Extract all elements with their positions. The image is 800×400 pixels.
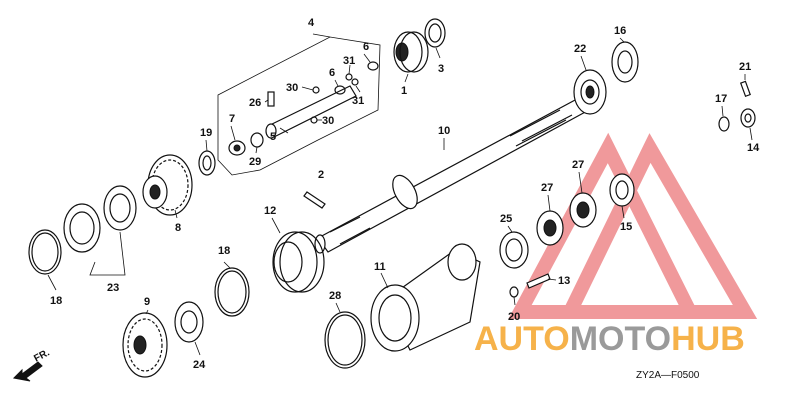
watermark-triangle-right: [558, 133, 758, 319]
watermark-auto: AUTOMOTOHUB: [474, 320, 745, 358]
part-31-ball-2: [351, 78, 359, 86]
label-part-12: 12: [264, 205, 276, 217]
label-part-21: 21: [739, 61, 751, 73]
diagram-code: ZY2A—F0500: [636, 370, 700, 381]
label-part-18-mid: 18: [218, 245, 230, 257]
part-23-bearing: [63, 185, 137, 253]
label-part-5: 5: [270, 131, 276, 143]
part-21-pin: [739, 80, 751, 98]
label-part-30-upper: 30: [286, 82, 298, 94]
label-part-18-left: 18: [50, 295, 62, 307]
leader-lines: [47, 33, 753, 356]
label-part-20: 20: [508, 311, 520, 323]
label-part-27-left: 27: [541, 182, 553, 194]
label-part-23: 23: [107, 282, 119, 294]
label-part-28: 28: [329, 290, 341, 302]
label-part-22: 22: [574, 43, 586, 55]
part-18-ring-mid: [214, 267, 250, 317]
label-part-24: 24: [193, 359, 206, 371]
part-3-ring: [424, 18, 446, 48]
part-17-washer: [718, 116, 730, 132]
part-31-ball: [345, 73, 353, 81]
label-part-4: 4: [308, 17, 315, 29]
part-16-washer: [611, 41, 639, 83]
part-30-ball: [312, 86, 320, 94]
label-part-25: 25: [500, 213, 512, 225]
label-part-7: 7: [229, 113, 235, 125]
front-direction-indicator: FR.: [12, 347, 52, 382]
part-labels: 1 2 3 4 5 6 6 7 8 9 10 11 12 13 14 15 16…: [50, 17, 760, 371]
label-part-16: 16: [614, 25, 626, 37]
part-27-bearing-left: [536, 210, 564, 246]
front-direction-label: FR.: [32, 347, 52, 364]
label-part-27-right: 27: [572, 159, 584, 171]
label-part-30-lower: 30: [322, 115, 334, 127]
label-part-1: 1: [401, 85, 407, 97]
part-5-rod: [265, 85, 357, 139]
label-part-13: 13: [558, 275, 570, 287]
part-1-clutch: [393, 31, 429, 73]
watermark-text: AUTOMOTOHUB: [474, 320, 745, 358]
label-part-31-lower: 31: [352, 95, 364, 107]
part-14-nut: [740, 108, 756, 128]
part-18-ring-left: [28, 229, 62, 275]
watermark-logo: [508, 132, 758, 319]
part-11-housing: [370, 243, 481, 352]
watermark-auto-part: AUTO: [474, 320, 570, 358]
label-part-8: 8: [175, 222, 181, 234]
label-part-14: 14: [747, 142, 760, 154]
part-9-bevel-gear: [122, 312, 168, 378]
part-29-oring: [250, 132, 264, 148]
part-26-pin: [267, 91, 275, 107]
label-part-6-lower: 6: [329, 67, 335, 79]
part-19-washer: [198, 150, 216, 176]
label-part-31-upper: 31: [343, 55, 355, 67]
part-8-gear: [142, 154, 193, 216]
watermark-moto-part: MOTO: [570, 320, 671, 358]
part-22-bearing: [573, 69, 607, 115]
part-28-oring: [324, 311, 366, 369]
label-part-3: 3: [438, 63, 444, 75]
part-24-bearing: [174, 301, 204, 343]
label-part-15: 15: [620, 221, 632, 233]
part-20-washer: [509, 286, 519, 298]
label-part-26: 26: [249, 97, 261, 109]
label-part-19: 19: [200, 127, 212, 139]
group-4-bracket: [217, 36, 381, 176]
label-part-9: 9: [144, 296, 150, 308]
part-7-fitting: [228, 140, 246, 156]
watermark-hub-part: HUB: [671, 320, 745, 358]
label-part-10: 10: [438, 125, 450, 137]
part-6-spring: [334, 61, 379, 95]
label-part-6-upper: 6: [363, 41, 369, 53]
part-30-ball-2: [310, 116, 318, 124]
front-arrow-icon: [12, 361, 43, 382]
part-15-seal: [609, 173, 635, 207]
part-27-bearing-right: [569, 192, 597, 228]
label-part-2: 2: [318, 169, 324, 181]
part-25-bearing: [499, 231, 529, 269]
label-part-29: 29: [249, 156, 261, 168]
part-12-sleeve: [272, 231, 325, 293]
part-2-pin: [303, 191, 326, 209]
label-part-11: 11: [374, 261, 386, 273]
label-part-17: 17: [715, 93, 727, 105]
